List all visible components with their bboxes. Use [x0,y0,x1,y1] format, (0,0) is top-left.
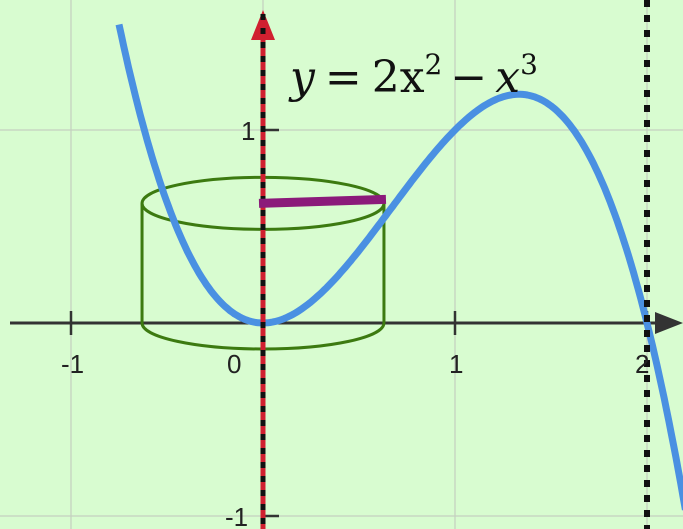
radius-segment [258,194,387,208]
formula-e2: 2 [425,48,443,81]
y-tick-label: -1 [225,502,248,529]
x-tick-label: 2 [635,349,649,379]
formula-c3: x [495,52,520,103]
formula: y=2x2−x3 [288,48,538,103]
formula-c2: 2x [372,52,425,103]
formula-eq: = [325,52,362,103]
formula-lhs: y [288,52,316,103]
x-tick-label: 0 [227,349,241,379]
curve-layer [115,23,683,511]
tick-labels: -1 0 1 2 -1 1 [61,116,649,529]
x-tick-label: 1 [449,349,463,379]
formula-e3: 3 [520,48,538,81]
formula-minus: − [450,52,487,103]
curve-line [115,23,683,511]
y-tick-label: 1 [241,116,255,146]
vertical-lines [258,0,650,529]
x-axis-arrow [655,312,683,334]
x-tick-label: -1 [61,349,84,379]
